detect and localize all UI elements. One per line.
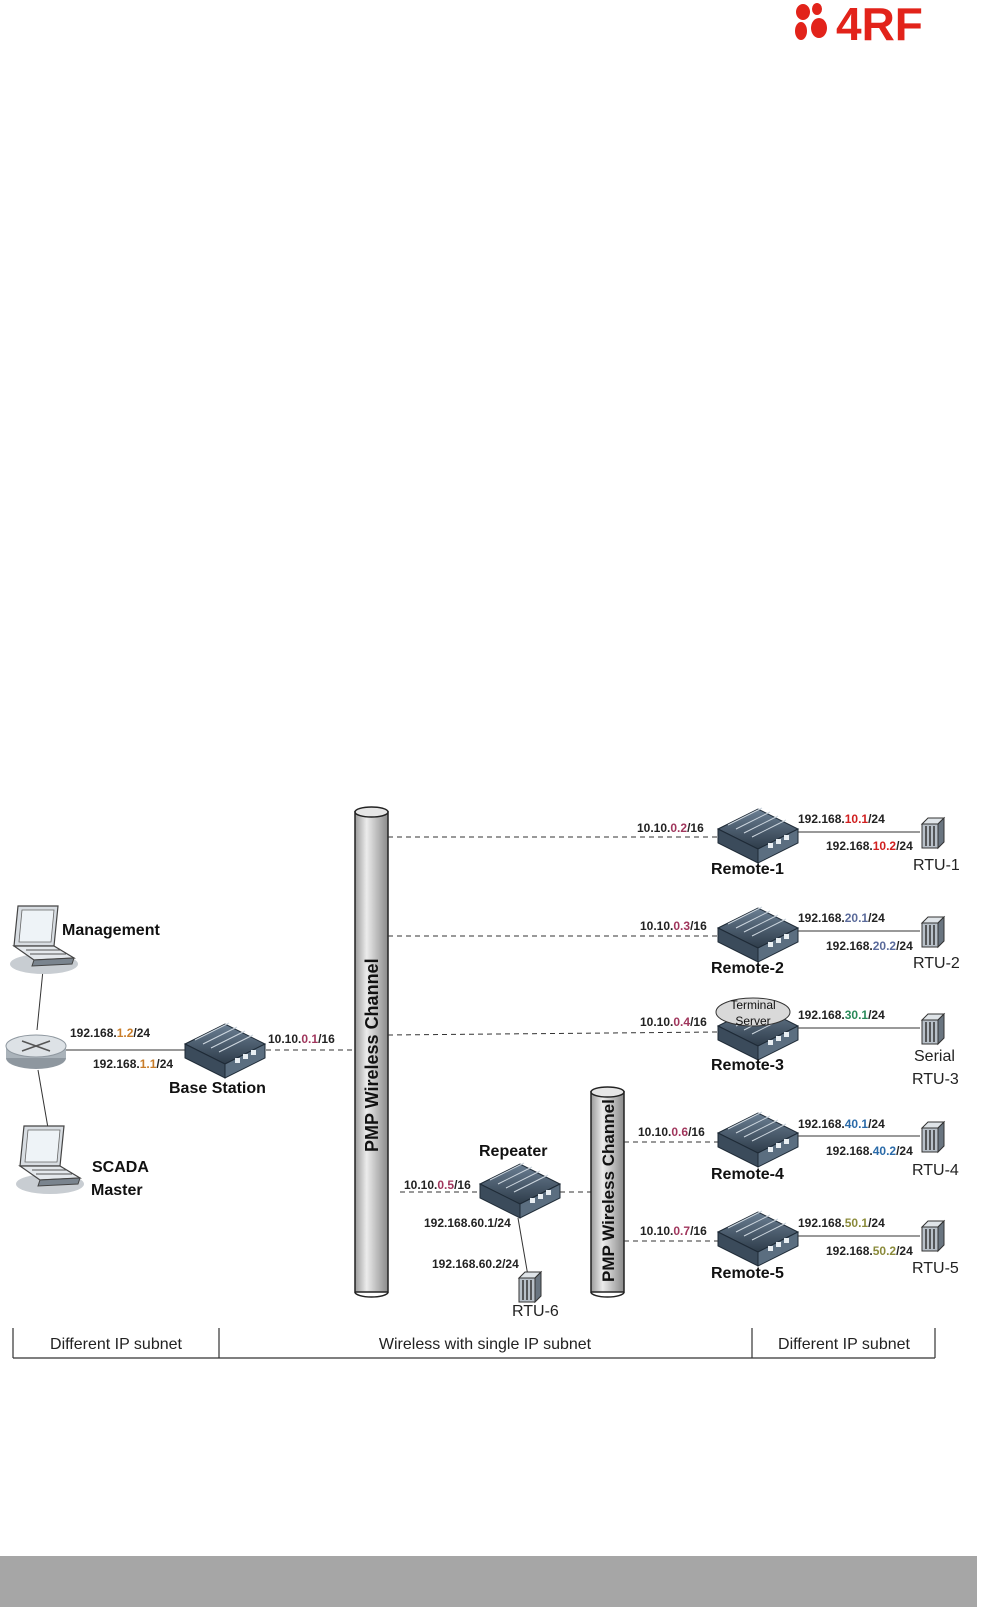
ip-remote1-wireless: 10.10.0.2/16 [637, 821, 704, 835]
rtu-1-icon [921, 817, 945, 849]
subnet-left-label: Different IP subnet [50, 1336, 182, 1353]
management-label: Management [62, 922, 160, 939]
rtu-3-label-line2: RTU-3 [912, 1071, 959, 1088]
scada-label-line2: Master [91, 1182, 143, 1199]
ip-remote2-wireless: 10.10.0.3/16 [640, 919, 707, 933]
ip-remote5-lan: 192.168.50.1/24 [798, 1216, 885, 1230]
rtu-1-label: RTU-1 [913, 857, 960, 874]
rtu-2-label: RTU-2 [913, 955, 960, 972]
pmp-wireless-channel-1 [354, 806, 389, 1298]
4rf-logo: 4RF [795, 0, 923, 48]
subnet-middle-label: Wireless with single IP subnet [379, 1336, 592, 1353]
remote-2-radio-icon [717, 906, 799, 963]
rtu-3-label-line1: Serial [914, 1048, 955, 1065]
rtu-2-icon [921, 916, 945, 948]
rtu-4-label: RTU-4 [912, 1162, 959, 1179]
ip-router-base: 192.168.1.1/24 [93, 1057, 173, 1071]
base-station-label: Base Station [169, 1080, 266, 1097]
ip-rtu2: 192.168.20.2/24 [826, 939, 913, 953]
link-repeater-rtu6 [517, 1217, 529, 1277]
remote-4-label: Remote-4 [711, 1166, 784, 1183]
rtu-5-label: RTU-5 [912, 1260, 959, 1277]
ip-rtu5: 192.168.50.2/24 [826, 1244, 913, 1258]
ip-base-station: 10.10.0.1/16 [268, 1032, 335, 1046]
router-icon [5, 1034, 67, 1069]
pmp-channel-1-label: PMP Wireless Channel [362, 958, 382, 1152]
rtu-6-label: RTU-6 [512, 1303, 559, 1320]
rtu-5-icon [921, 1220, 945, 1252]
repeater-radio-icon [479, 1162, 561, 1219]
ip-repeater-lan: 192.168.60.1/24 [424, 1216, 511, 1230]
remote-3-label: Remote-3 [711, 1057, 784, 1074]
remote-5-label: Remote-5 [711, 1265, 784, 1282]
page-footer-bar [0, 1556, 977, 1607]
pmp-channel-2-label: PMP Wireless Channel [599, 1099, 618, 1282]
remote-4-radio-icon [717, 1111, 799, 1168]
ip-rtu6: 192.168.60.2/24 [432, 1257, 519, 1271]
scada-master-laptop-icon [15, 1125, 85, 1195]
ip-remote3-wireless: 10.10.0.4/16 [640, 1015, 707, 1029]
pmp-wireless-channel-2 [590, 1086, 625, 1298]
remote-1-label: Remote-1 [711, 861, 784, 878]
terminal-server-label-line2: Server [735, 1014, 770, 1028]
rtu-4-icon [921, 1121, 945, 1153]
scada-label-line1: SCADA [92, 1159, 149, 1176]
subnet-bracket [12, 1328, 936, 1359]
repeater-label: Repeater [479, 1143, 547, 1160]
base-station-radio-icon [184, 1022, 266, 1079]
subnet-right-label: Different IP subnet [778, 1336, 910, 1353]
link-router-scada [37, 1069, 49, 1129]
ip-remote4-wireless: 10.10.0.6/16 [638, 1125, 705, 1139]
remote-1-radio-icon [717, 807, 799, 864]
link-mgmt-router [36, 969, 44, 1031]
logo-text: 4RF [836, 0, 923, 48]
rtu-3-icon [921, 1013, 945, 1045]
management-laptop-icon [9, 905, 79, 975]
ip-remote1-lan: 192.168.10.1/24 [798, 812, 885, 826]
terminal-server-badge [715, 997, 791, 1027]
remote-2-label: Remote-2 [711, 960, 784, 977]
logo-mark [795, 3, 827, 40]
ip-repeater-wireless: 10.10.0.5/16 [404, 1178, 471, 1192]
ip-rtu4: 192.168.40.2/24 [826, 1144, 913, 1158]
rtu-6-icon [518, 1271, 542, 1303]
ip-remote4-lan: 192.168.40.1/24 [798, 1117, 885, 1131]
ip-mgmt-router: 192.168.1.2/24 [70, 1026, 150, 1040]
ip-remote2-lan: 192.168.20.1/24 [798, 911, 885, 925]
ip-rtu1: 192.168.10.2/24 [826, 839, 913, 853]
link-channel-remote3 [387, 1031, 719, 1036]
ip-remote5-wireless: 10.10.0.7/16 [640, 1224, 707, 1238]
terminal-server-label-line1: Terminal [730, 998, 775, 1012]
remote-5-radio-icon [717, 1210, 799, 1267]
ip-remote3-lan: 192.168.30.1/24 [798, 1008, 885, 1022]
